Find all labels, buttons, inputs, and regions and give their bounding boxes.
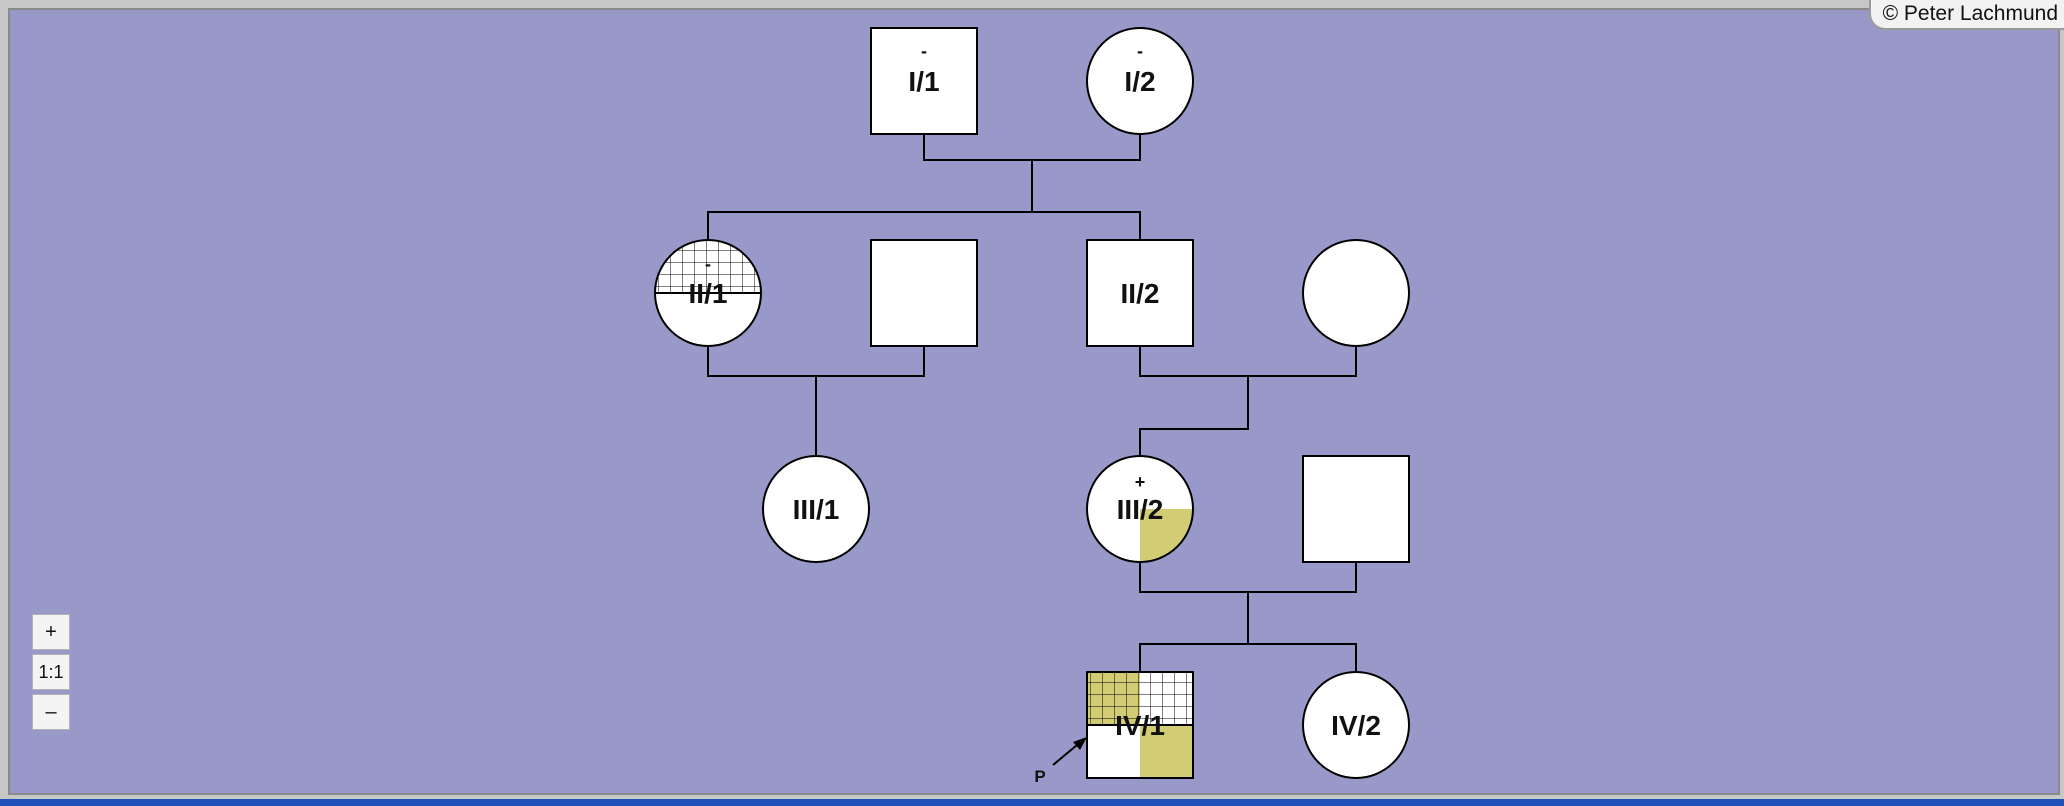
couple-line-ii1 [707, 346, 925, 377]
individual-label: IV/1 [1115, 710, 1165, 741]
proband-marker: P [1034, 767, 1045, 786]
individual-label: IV/2 [1331, 710, 1381, 741]
pedigree-canvas[interactable]: - I/1 - I/2 - II/1 [8, 8, 2060, 795]
sibship-line-ii [707, 211, 1141, 240]
status-mark: - [921, 41, 927, 61]
individual-i2[interactable]: - I/2 [1086, 27, 1194, 135]
individual-label: I/1 [908, 66, 939, 97]
pedigree-diagram: - I/1 - I/2 - II/1 [654, 27, 1410, 786]
individual-iv1[interactable]: IV/1 [1086, 671, 1194, 779]
zoom-in-button[interactable]: + [32, 614, 70, 650]
individual-label: II/1 [689, 278, 728, 309]
couple-line-ii2 [1139, 346, 1357, 377]
sibship-line-iv [1139, 643, 1357, 672]
zoom-reset-button[interactable]: 1:1 [32, 654, 70, 690]
individual-iii1[interactable]: III/1 [762, 455, 870, 563]
bottom-status-bar [0, 799, 2064, 806]
pedigree-lines [707, 134, 1357, 672]
descent-line-ii2 [1139, 376, 1249, 456]
individual-label: III/2 [1117, 494, 1164, 525]
status-mark: - [1137, 41, 1143, 61]
individual-iv2[interactable]: IV/2 [1302, 671, 1410, 779]
individual-label: II/2 [1121, 278, 1160, 309]
status-mark: + [1135, 472, 1146, 492]
couple-line-iii2 [1139, 562, 1357, 593]
individual-i1[interactable]: - I/1 [870, 27, 978, 135]
proband-arrow: P [1034, 737, 1087, 786]
individual-ii1-spouse[interactable] [870, 239, 978, 347]
individual-iii2-spouse[interactable] [1302, 455, 1410, 563]
zoom-out-button[interactable]: – [32, 694, 70, 730]
couple-line-i [923, 134, 1141, 161]
copyright-credit: © Peter Lachmund [1868, 0, 2064, 30]
individual-label: I/2 [1124, 66, 1155, 97]
individual-iii2[interactable]: + III/2 [1086, 455, 1194, 563]
individual-ii2-spouse[interactable] [1302, 239, 1410, 347]
individual-ii1[interactable]: - II/1 [654, 239, 762, 347]
individual-ii2[interactable]: II/2 [1086, 239, 1194, 347]
status-mark: - [705, 254, 711, 274]
individual-label: III/1 [793, 494, 840, 525]
